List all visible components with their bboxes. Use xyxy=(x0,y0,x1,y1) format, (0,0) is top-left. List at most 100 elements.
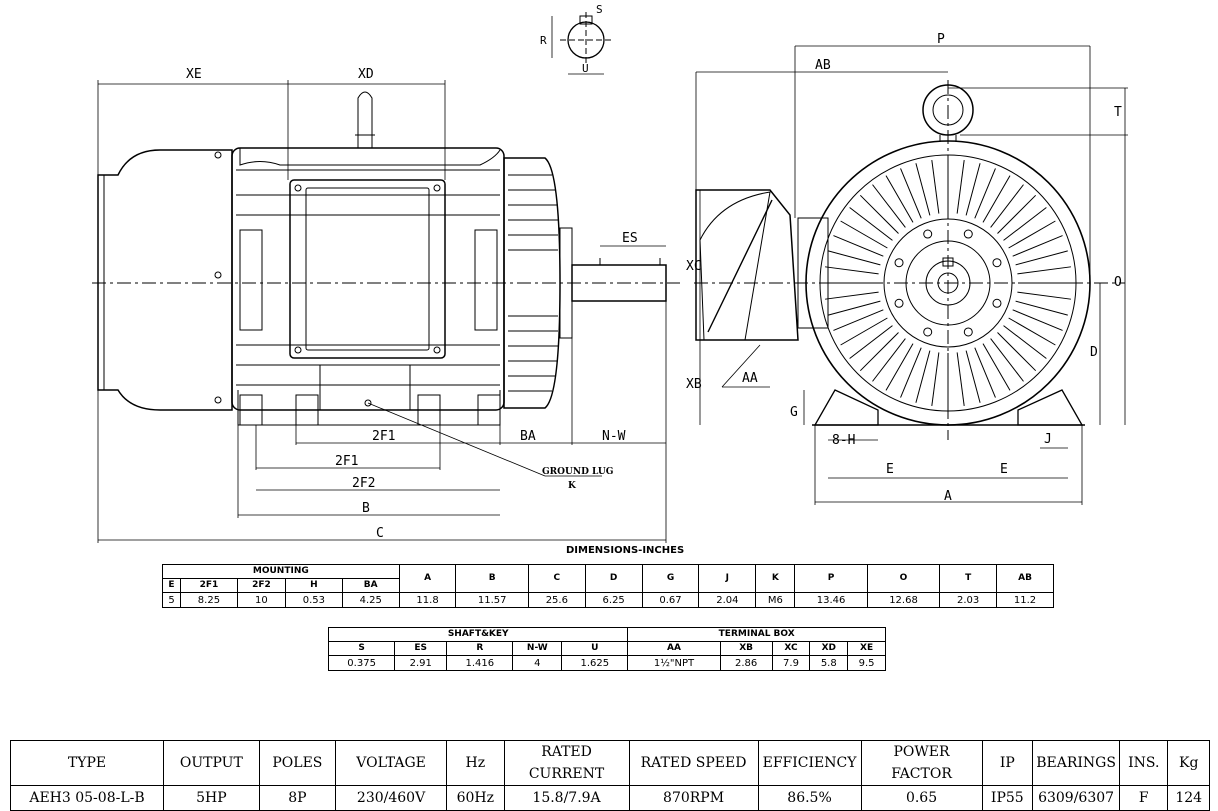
cooling-fin xyxy=(990,338,1024,382)
col-r: R xyxy=(446,641,514,656)
table-cell: 1.625 xyxy=(561,655,629,671)
label-xb: XB xyxy=(686,377,702,392)
cooling-fin xyxy=(900,347,922,398)
label-xe: XE xyxy=(186,67,202,82)
table-cell: 5HP xyxy=(163,785,260,811)
col-power-factor: POWER FACTOR xyxy=(860,740,983,786)
table-cell: 12.68 xyxy=(866,592,941,608)
drawing-dimension-labels: XE XD ES 2F1 BA N-W 2F1 2F2 B C GROUND L… xyxy=(186,3,1122,541)
table-cell: 11.8 xyxy=(398,592,457,608)
label-p: P xyxy=(937,32,945,47)
cooling-fin xyxy=(982,175,1011,223)
label-es: ES xyxy=(622,231,638,246)
table-cell: 86.5% xyxy=(757,785,862,811)
cooling-fin xyxy=(1012,309,1063,331)
cooling-fin xyxy=(828,300,881,316)
mounting-header: MOUNTING xyxy=(162,564,400,579)
cooling-fin xyxy=(1003,207,1047,241)
col-p: P xyxy=(794,564,868,593)
label-2f1-top: 2F1 xyxy=(372,429,395,444)
table-cell: 1.416 xyxy=(446,655,514,671)
label-ground-lug-k: K xyxy=(568,481,577,491)
table-cell: 15.8/7.9A xyxy=(503,785,630,811)
col-s: S xyxy=(327,641,396,656)
label-xc: XC xyxy=(686,259,702,274)
col-bearings: BEARINGS xyxy=(1032,740,1121,786)
cooling-fin xyxy=(990,184,1024,228)
cooling-fin xyxy=(833,309,884,331)
table-cell: 9.5 xyxy=(847,655,886,671)
col-xb: XB xyxy=(719,641,773,656)
cooling-fin xyxy=(931,159,940,214)
col-e: E xyxy=(161,578,182,593)
label-ab: AB xyxy=(815,58,831,73)
dimensions-title: DIMENSIONS-INCHES xyxy=(566,545,685,556)
col-rated-current: RATED CURRENT xyxy=(503,740,630,786)
table-cell: 25.6 xyxy=(527,592,586,608)
cooling-fin xyxy=(965,163,981,216)
cooling-fin xyxy=(1012,235,1063,257)
label-nw: N-W xyxy=(602,429,626,444)
cooling-fin xyxy=(997,194,1037,234)
cooling-fin xyxy=(974,347,996,398)
col-d: D xyxy=(584,564,643,593)
table-cell: F xyxy=(1119,785,1169,811)
col-xc: XC xyxy=(771,641,811,656)
col-voltage: VOLTAGE xyxy=(335,740,448,786)
end-view xyxy=(694,45,1128,505)
table-cell: 10 xyxy=(236,592,286,608)
bolt-hole xyxy=(963,229,973,239)
cooling-fin xyxy=(965,350,981,403)
label-8h: 8-H xyxy=(832,433,855,448)
col-ba: BA xyxy=(341,578,400,593)
table-cell: IP55 xyxy=(981,785,1034,811)
col-aa: AA xyxy=(627,641,721,656)
cooling-fin xyxy=(872,338,906,382)
label-r: R xyxy=(540,34,547,47)
label-g: G xyxy=(790,405,798,420)
table-cell: 2.91 xyxy=(394,655,448,671)
col-xe: XE xyxy=(847,641,886,656)
shaft-key-header: SHAFT&KEY xyxy=(327,627,629,642)
cooling-fin xyxy=(974,168,996,219)
label-xd: XD xyxy=(358,67,374,82)
cooling-fin xyxy=(859,194,899,234)
table-cell: 0.53 xyxy=(284,592,343,608)
bolt-hole xyxy=(963,327,973,337)
table-cell: 8P xyxy=(258,785,337,811)
table-cell: AEH3 05-08-L-B xyxy=(10,785,164,811)
table-cell: 4 xyxy=(512,655,563,671)
table-cell: 5 xyxy=(161,592,182,608)
table-cell: 0.65 xyxy=(860,785,983,811)
col-efficiency: EFFICIENCY xyxy=(757,740,862,786)
col-b: B xyxy=(455,564,529,593)
label-b: B xyxy=(362,501,370,516)
cooling-fin xyxy=(1015,250,1068,266)
label-ba: BA xyxy=(520,429,536,444)
motor-outline-drawing: XE XD ES 2F1 BA N-W 2F1 2F2 B C GROUND L… xyxy=(92,3,1128,543)
bolt-hole xyxy=(992,258,1002,268)
label-t: T xyxy=(1114,105,1122,120)
cooling-fin xyxy=(840,317,888,346)
table-cell: 60Hz xyxy=(446,785,505,811)
cooling-fin xyxy=(956,159,965,214)
label-e-right: E xyxy=(1000,462,1008,477)
col-a: A xyxy=(398,564,457,593)
cooling-fin xyxy=(931,352,940,407)
table-cell: 1½"NPT xyxy=(627,655,721,671)
col-c: C xyxy=(527,564,586,593)
table-cell: 11.57 xyxy=(455,592,529,608)
label-c: C xyxy=(376,526,384,541)
shaft-terminal-table: SHAFT&KEY TERMINAL BOX S ES R N-W U AA X… xyxy=(327,627,886,671)
cooling-fin xyxy=(849,325,893,359)
col-h: H xyxy=(284,578,343,593)
label-2f2: 2F2 xyxy=(352,476,375,491)
cooling-fin xyxy=(915,350,931,403)
cooling-fin xyxy=(885,343,914,391)
cooling-fin xyxy=(956,352,965,407)
table-cell: 6.25 xyxy=(584,592,643,608)
col-kg: Kg xyxy=(1167,740,1210,786)
col-2f1: 2F1 xyxy=(180,578,238,593)
table-cell: 2.03 xyxy=(939,592,998,608)
bolt-hole xyxy=(894,298,904,308)
